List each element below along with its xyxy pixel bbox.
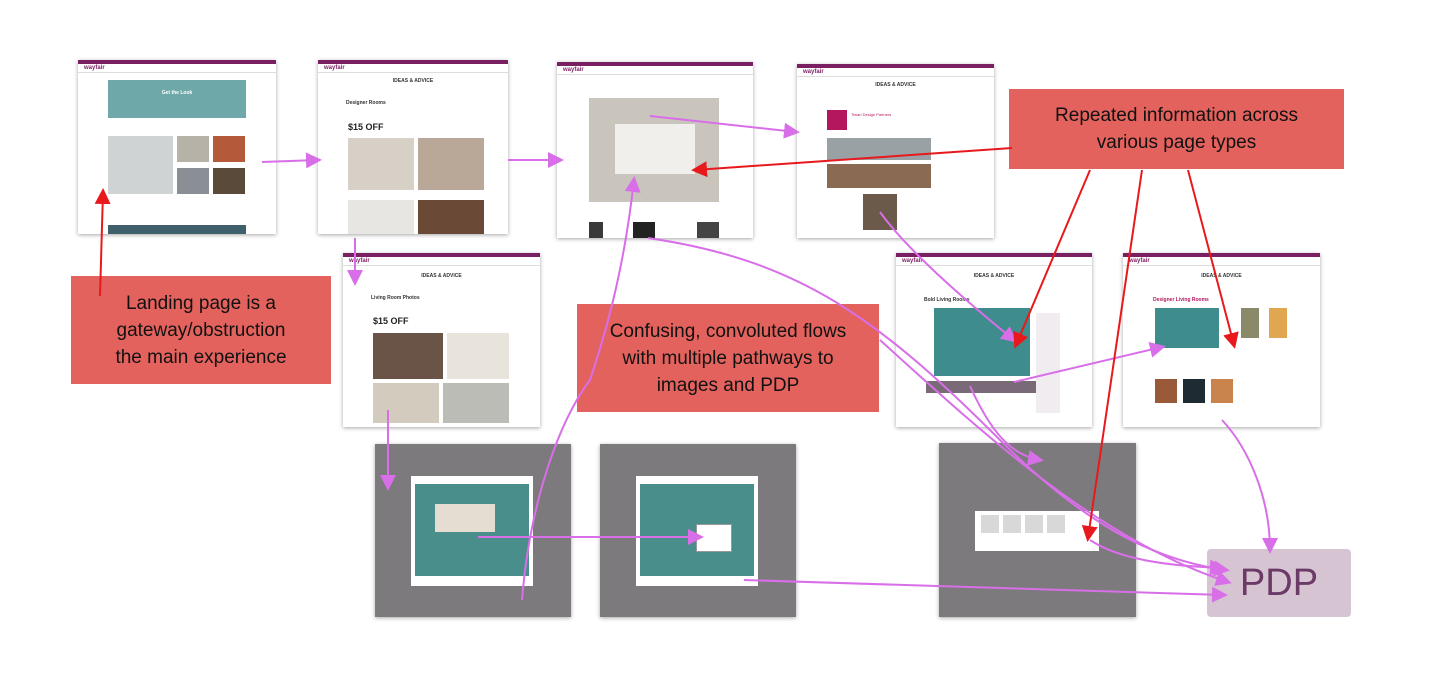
callout-confusing-text: Confusing, convoluted flows with multipl… bbox=[609, 320, 847, 396]
callout-landing-page: Landing page is a gateway/obstruction th… bbox=[71, 276, 331, 384]
get-the-look-heading: Get the Look bbox=[161, 90, 193, 96]
arrow-callout-to-pdp bbox=[879, 339, 1232, 586]
callout-landing-text: Landing page is a gateway/obstruction th… bbox=[115, 292, 287, 368]
landing-page-screenshot: wayfair Get the Look bbox=[78, 60, 276, 234]
living-room-photos-heading: Living Room Photos bbox=[371, 295, 420, 301]
arrow-callout-to-landing bbox=[94, 188, 111, 297]
pdp-label: PDP bbox=[1239, 561, 1319, 604]
arrow-landing-to-designer bbox=[261, 152, 322, 169]
arrow-overlay-to-partner-photo bbox=[521, 176, 641, 601]
partner-photo-screenshot: wayfair bbox=[557, 62, 753, 238]
image-overlay-screenshot-1 bbox=[375, 444, 571, 617]
arrow-profile-to-bold bbox=[879, 211, 1018, 343]
arrow-partner-photo-to-profile bbox=[649, 115, 800, 139]
arrow-repeated-to-partner-photo bbox=[691, 147, 1013, 178]
wayfair-logo: wayfair bbox=[563, 67, 584, 73]
arrow-designer-living-to-pdp bbox=[1221, 419, 1278, 554]
ideas-advice-title: IDEAS & ADVICE bbox=[875, 82, 916, 88]
bold-living-rooms-heading: Bold Living Rooms bbox=[924, 297, 970, 303]
callout-repeated-info: Repeated information across various page… bbox=[1009, 89, 1344, 169]
wayfair-logo: wayfair bbox=[349, 258, 370, 264]
arrow-repeated-to-bold bbox=[1013, 169, 1091, 349]
arrow-bold-to-overlay bbox=[969, 385, 1044, 466]
arrow-bold-to-designer-living bbox=[1013, 341, 1166, 383]
ideas-advice-title: IDEAS & ADVICE bbox=[973, 273, 1015, 279]
arrow-repeated-to-overlay bbox=[1081, 169, 1143, 542]
ideas-advice-title: IDEAS & ADVICE bbox=[1201, 273, 1242, 279]
partner-name: Tiwari Design Partners bbox=[851, 112, 892, 117]
wayfair-logo: wayfair bbox=[324, 65, 345, 71]
promo-banner: $15 OFF bbox=[348, 122, 384, 132]
wayfair-logo: wayfair bbox=[902, 258, 923, 264]
designer-living-rooms-screenshot: wayfair IDEAS & ADVICE Designer Living R… bbox=[1123, 253, 1320, 427]
wayfair-logo: wayfair bbox=[84, 65, 105, 71]
ideas-advice-title: IDEAS & ADVICE bbox=[392, 78, 434, 84]
callout-confusing-flows: Confusing, convoluted flows with multipl… bbox=[577, 304, 879, 412]
arrow-photo-to-pdp bbox=[647, 237, 1230, 577]
image-overlay-screenshot-2 bbox=[600, 444, 796, 617]
arrow-product-overlay-to-pdp bbox=[1089, 539, 1226, 576]
designer-living-rooms-heading: Designer Living Rooms bbox=[1153, 297, 1209, 303]
designer-rooms-screenshot: wayfair IDEAS & ADVICE Designer Rooms $1… bbox=[318, 60, 508, 234]
bold-living-rooms-screenshot: wayfair IDEAS & ADVICE Bold Living Rooms bbox=[896, 253, 1092, 427]
wayfair-logo: wayfair bbox=[803, 69, 824, 75]
arrow-overlay2-to-pdp bbox=[743, 579, 1228, 603]
ideas-advice-title: IDEAS & ADVICE bbox=[421, 273, 462, 279]
promo-banner: $15 OFF bbox=[373, 316, 409, 326]
callout-repeated-text: Repeated information across various page… bbox=[1055, 105, 1298, 153]
living-room-photos-screenshot: wayfair IDEAS & ADVICE Living Room Photo… bbox=[343, 253, 540, 427]
arrow-repeated-to-designer-living bbox=[1187, 169, 1239, 349]
designer-rooms-heading: Designer Rooms bbox=[346, 100, 386, 106]
wayfair-logo: wayfair bbox=[1129, 258, 1150, 264]
pdp-node: PDP bbox=[1207, 549, 1351, 617]
